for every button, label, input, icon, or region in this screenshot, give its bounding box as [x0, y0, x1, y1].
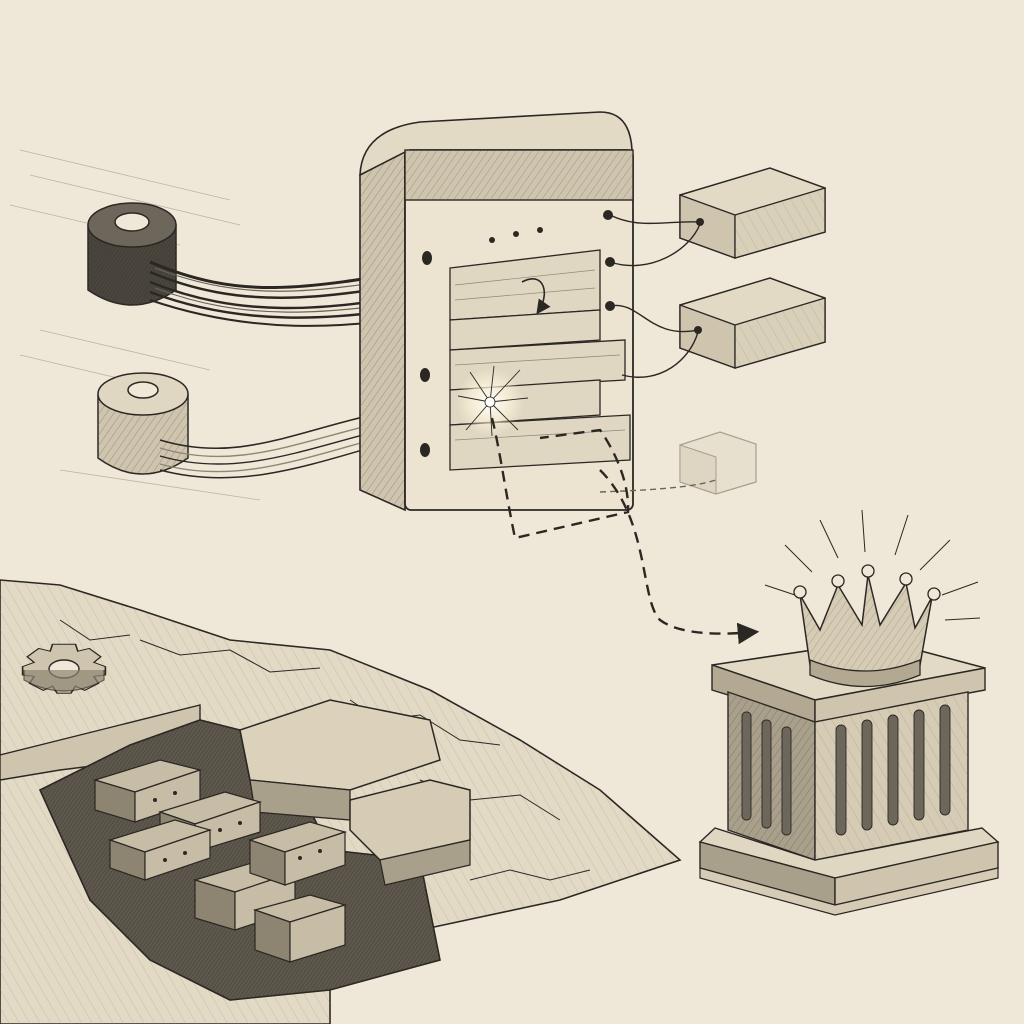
dashed-path-arrow — [490, 417, 760, 645]
faint-output-block — [679, 431, 757, 495]
upper-output-block — [679, 167, 826, 259]
spark-burst — [456, 365, 529, 437]
junction-panel — [359, 111, 634, 512]
crown-glow-rays — [764, 509, 981, 621]
crown — [764, 509, 981, 688]
gear-icon — [21, 643, 107, 694]
fluted-pedestal — [698, 639, 1000, 916]
stacked-bricks-pit — [92, 759, 348, 963]
output-wires — [599, 214, 717, 493]
dark-cable-spool — [87, 202, 177, 306]
light-cable-spool — [97, 372, 189, 475]
middle-output-block — [679, 277, 826, 369]
